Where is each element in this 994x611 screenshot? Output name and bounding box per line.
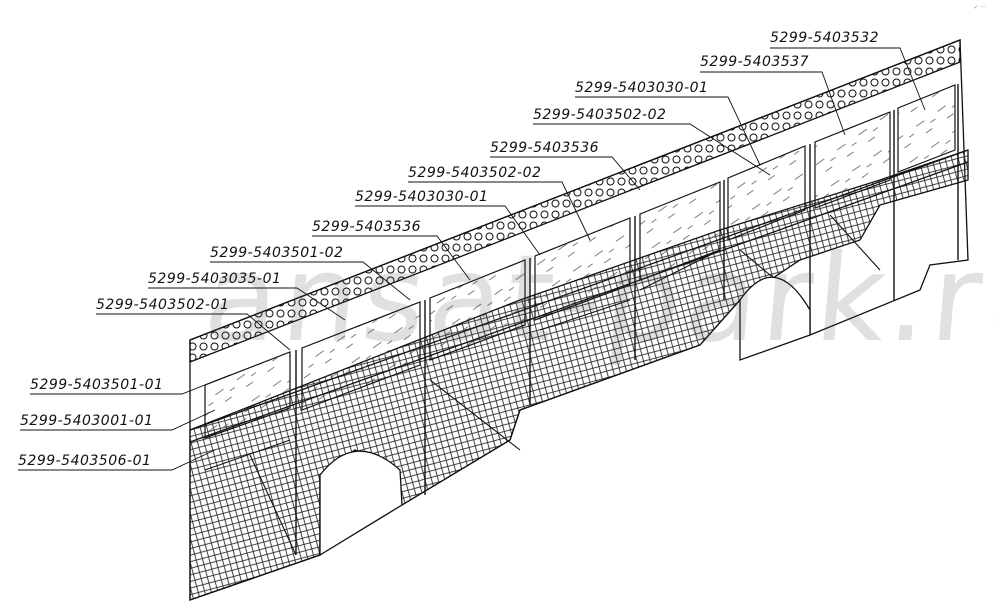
leader-line — [700, 71, 846, 136]
front-wheel-arch — [319, 450, 403, 557]
callout-label: 5299-5403506-01 — [18, 453, 152, 469]
callout-label: 5299-5403502-02 — [408, 165, 542, 181]
callout-label: 5299-5403030-01 — [575, 80, 709, 96]
corner-mark: ✓ ··· — [973, 4, 986, 11]
leader-line — [575, 96, 761, 166]
leader-line — [533, 123, 771, 176]
callout-label: 5299-5403502-01 — [96, 297, 230, 313]
callout-label: 5299-5403536 — [490, 140, 600, 156]
leader-line — [30, 374, 231, 395]
window-5 — [727, 145, 806, 241]
leader-line — [312, 235, 471, 281]
window-7 — [897, 84, 956, 173]
leader-line — [210, 261, 411, 301]
leader-line — [148, 287, 346, 321]
leader-line — [96, 313, 291, 351]
callout-label: 5299-5403030-01 — [355, 189, 489, 205]
leader-line — [18, 449, 216, 471]
leader-line — [20, 409, 216, 431]
callout-label: 5299-5403532 — [770, 30, 880, 46]
rear-wheel-arch — [739, 276, 811, 361]
window-1 — [301, 301, 421, 411]
leader-line — [770, 47, 926, 111]
callout-label: 5299-5403536 — [312, 219, 422, 235]
callout-label: 5299-5403501-02 — [210, 245, 344, 261]
leader-line — [355, 205, 541, 256]
window-6 — [814, 111, 891, 209]
roof-rail — [189, 39, 961, 363]
callout-label: 5299-5403501-01 — [30, 377, 164, 393]
callout-label: 5299-5403001-01 — [20, 413, 154, 429]
window-3 — [534, 217, 631, 321]
callout-label: 5299-5403502-02 — [533, 107, 667, 123]
leader-line — [408, 181, 591, 241]
window-front — [204, 351, 291, 439]
watermark: ansat-park.ru — [198, 230, 994, 369]
callout-label: 5299-5403035-01 — [148, 271, 282, 287]
window-2 — [429, 259, 526, 361]
callout-label: 5299-5403537 — [700, 54, 810, 70]
leader-line — [490, 156, 641, 191]
